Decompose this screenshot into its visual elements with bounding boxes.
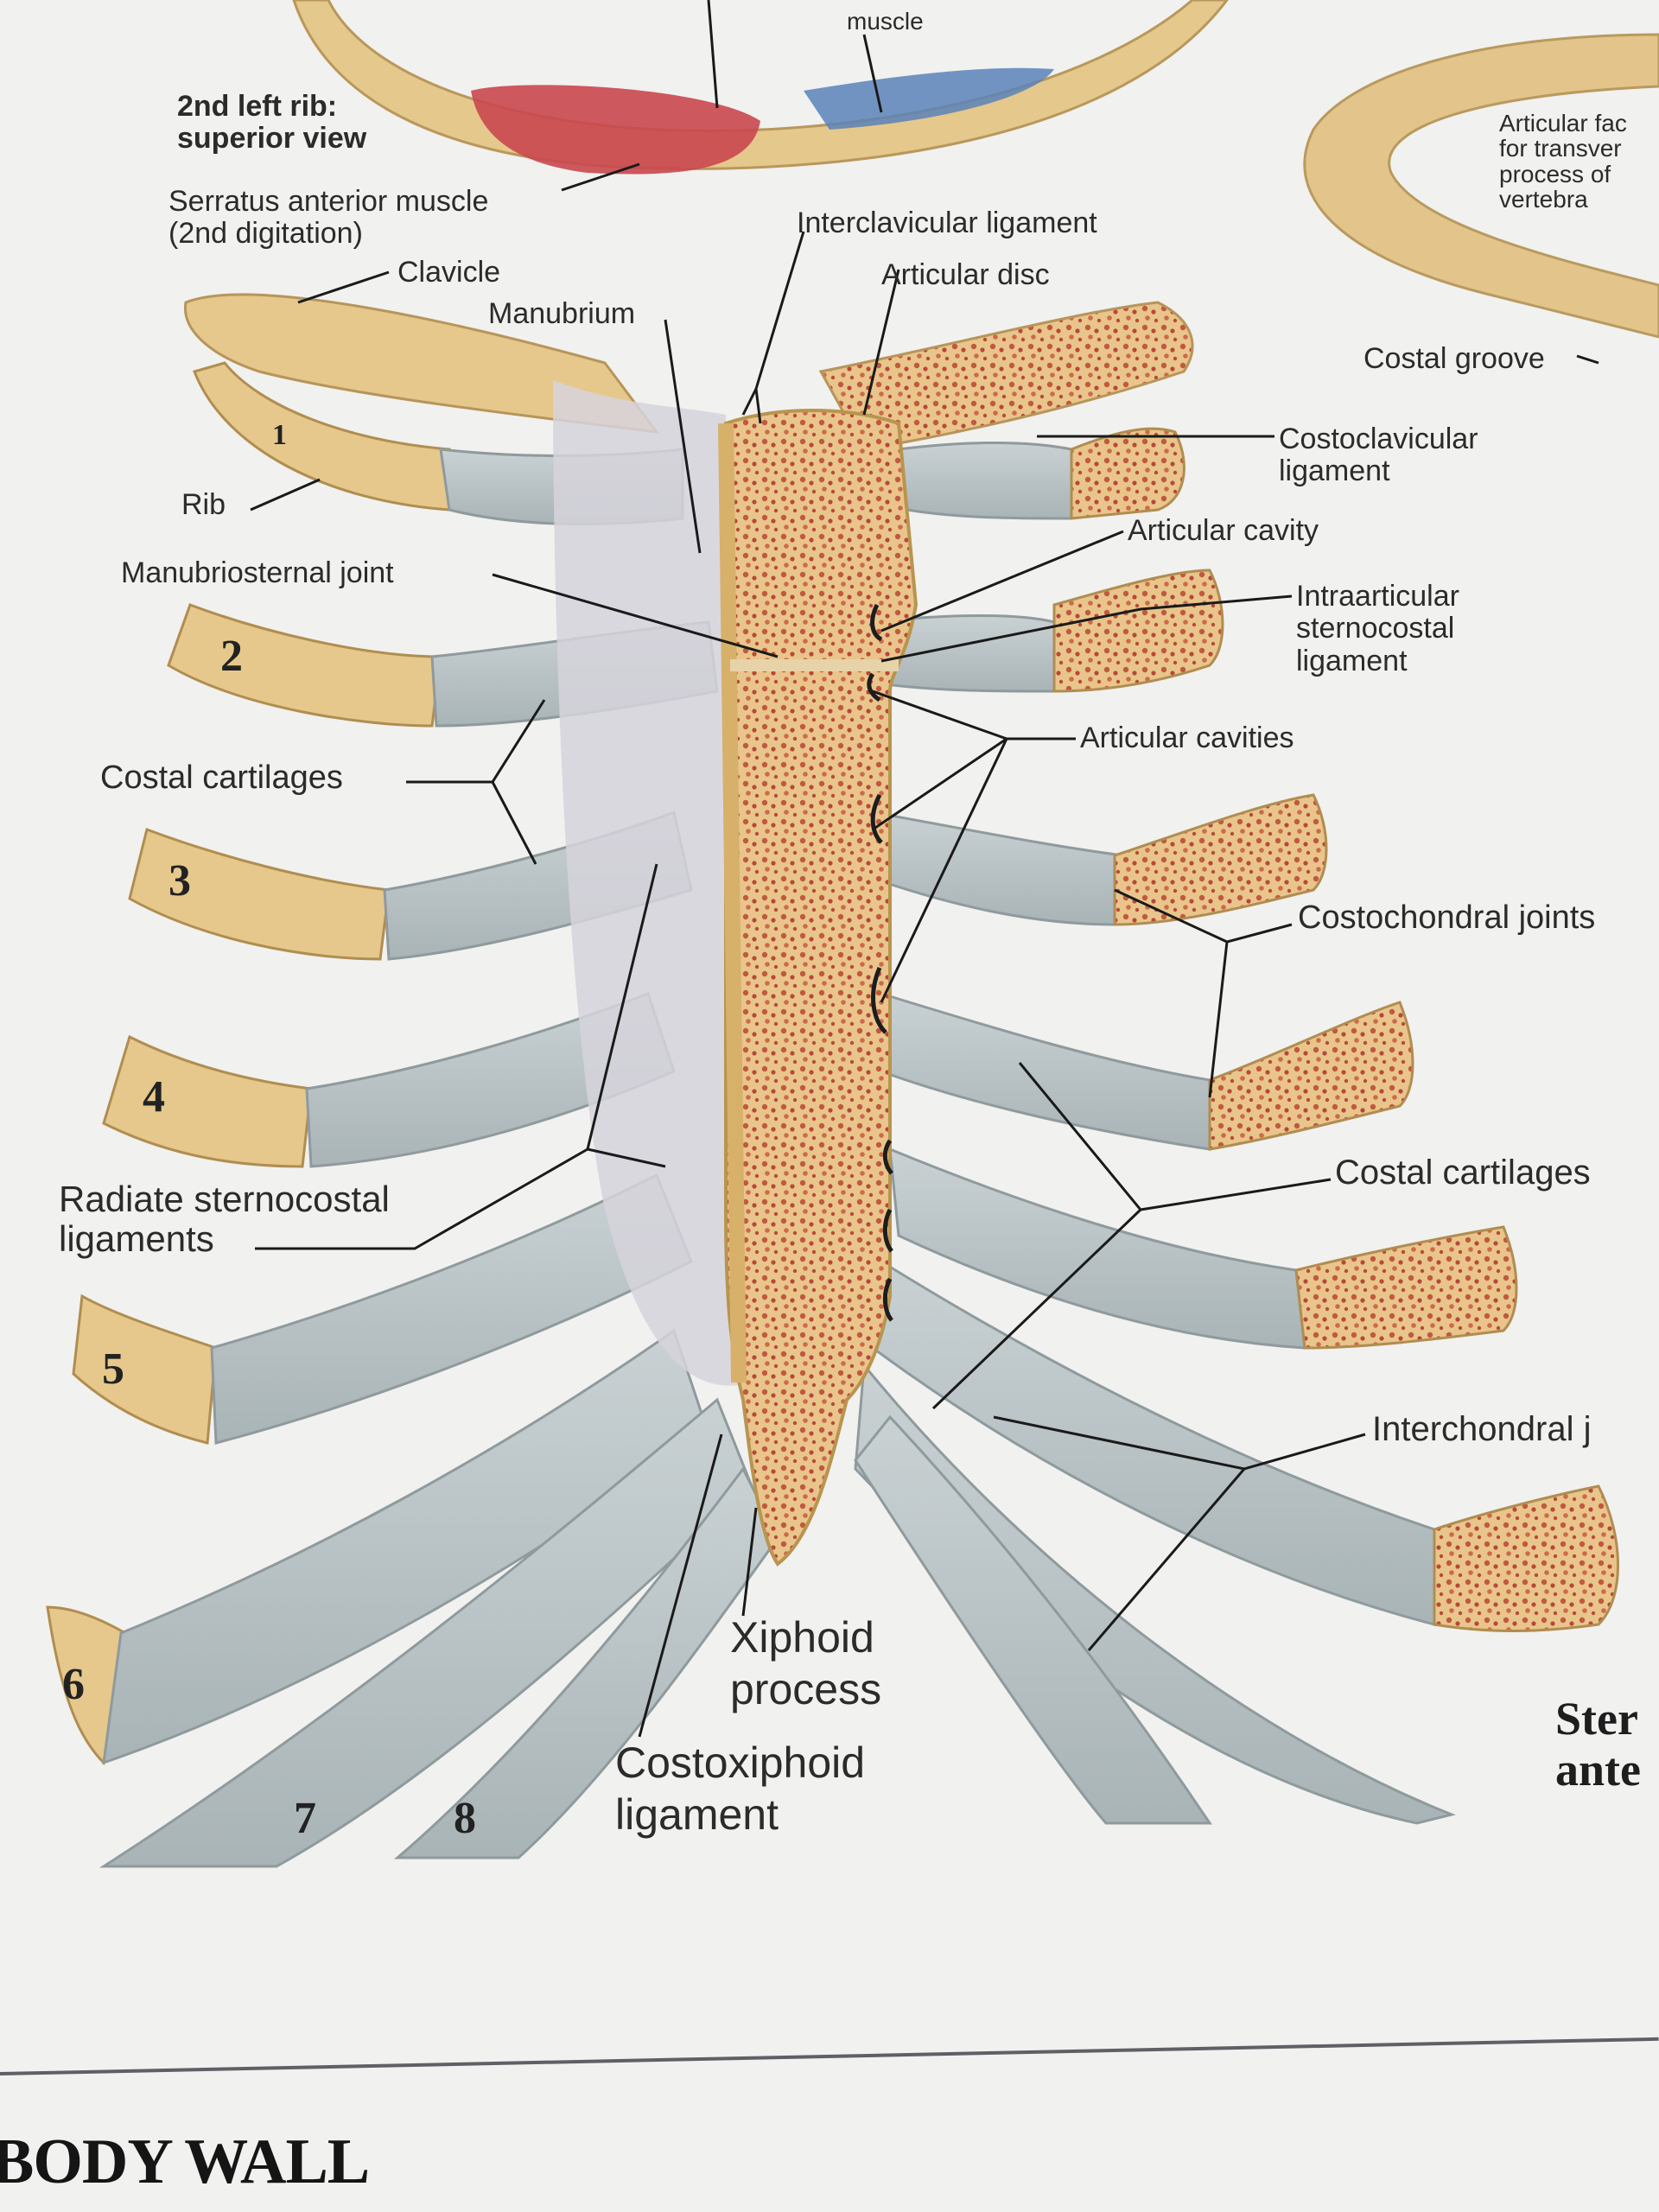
rib-superior-right: [1303, 33, 1659, 339]
articular-cavities-label: Articular cavities: [1080, 721, 1294, 754]
intraarticular-ligament-label: Intraarticular sternocostal ligament: [1296, 580, 1459, 677]
sternum: [724, 409, 918, 1567]
articular-facet-label: Articular fac for transver process of ve…: [1499, 110, 1627, 213]
rib-label: Rib: [181, 488, 226, 521]
scalene-muscle-patch: [804, 67, 1054, 130]
rib-number-2: 2: [220, 632, 243, 681]
costoclavicular-ligament-label: Costoclavicular ligament: [1279, 423, 1478, 488]
plate-title: Ster ante: [1555, 1693, 1641, 1796]
radiate-sternocostal-label: Radiate sternocostal ligaments: [59, 1179, 390, 1260]
articular-disc-label: Articular disc: [881, 258, 1050, 291]
second-rib-superior-view: [292, 0, 1229, 175]
rib-number-3: 3: [168, 856, 191, 906]
scalene-muscle-label: muscle: [847, 8, 924, 35]
right-clavicle: [818, 301, 1194, 451]
section-footer: BODY WALL: [0, 2126, 370, 2197]
rib-number-8: 8: [454, 1794, 476, 1843]
xiphoid-process-label: Xiphoid process: [730, 1613, 882, 1713]
sternum-cortex-left: [718, 423, 747, 1383]
second-rib-view-label: 2nd left rib: superior view: [177, 90, 367, 156]
interchondral-joints-label: Interchondral j: [1372, 1410, 1592, 1448]
interclavicular-ligament-label: Interclavicular ligament: [797, 207, 1097, 239]
manubriosternal-joint-label: Manubriosternal joint: [121, 556, 394, 589]
right-rib-bones: [1052, 427, 1619, 1632]
leader-lines: [250, 0, 1599, 1738]
rib-number-5: 5: [102, 1344, 124, 1394]
rib-number-6: 6: [62, 1660, 85, 1709]
costal-groove-label: Costal groove: [1363, 342, 1545, 375]
manubrium-label: Manubrium: [488, 297, 636, 330]
costal-cartilages-right-label: Costal cartilages: [1335, 1154, 1591, 1192]
costal-cartilages-left-label: Costal cartilages: [100, 760, 343, 796]
costoxiphoid-ligament-label: Costoxiphoid ligament: [615, 1738, 866, 1839]
left-rib-bones: [46, 361, 451, 1766]
serratus-anterior-label: Serratus anterior muscle (2nd digitation…: [168, 185, 489, 251]
rib-number-4: 4: [143, 1072, 165, 1122]
serratus-muscle-patch: [471, 85, 760, 175]
rib-number-1: 1: [272, 419, 287, 451]
rib-number-7: 7: [294, 1794, 316, 1843]
articular-cavity-marks: [867, 603, 894, 1322]
clavicle-label: Clavicle: [397, 256, 501, 289]
costochondral-joints-label: Costochondral joints: [1298, 899, 1596, 936]
articular-cavity-label: Articular cavity: [1128, 514, 1319, 547]
